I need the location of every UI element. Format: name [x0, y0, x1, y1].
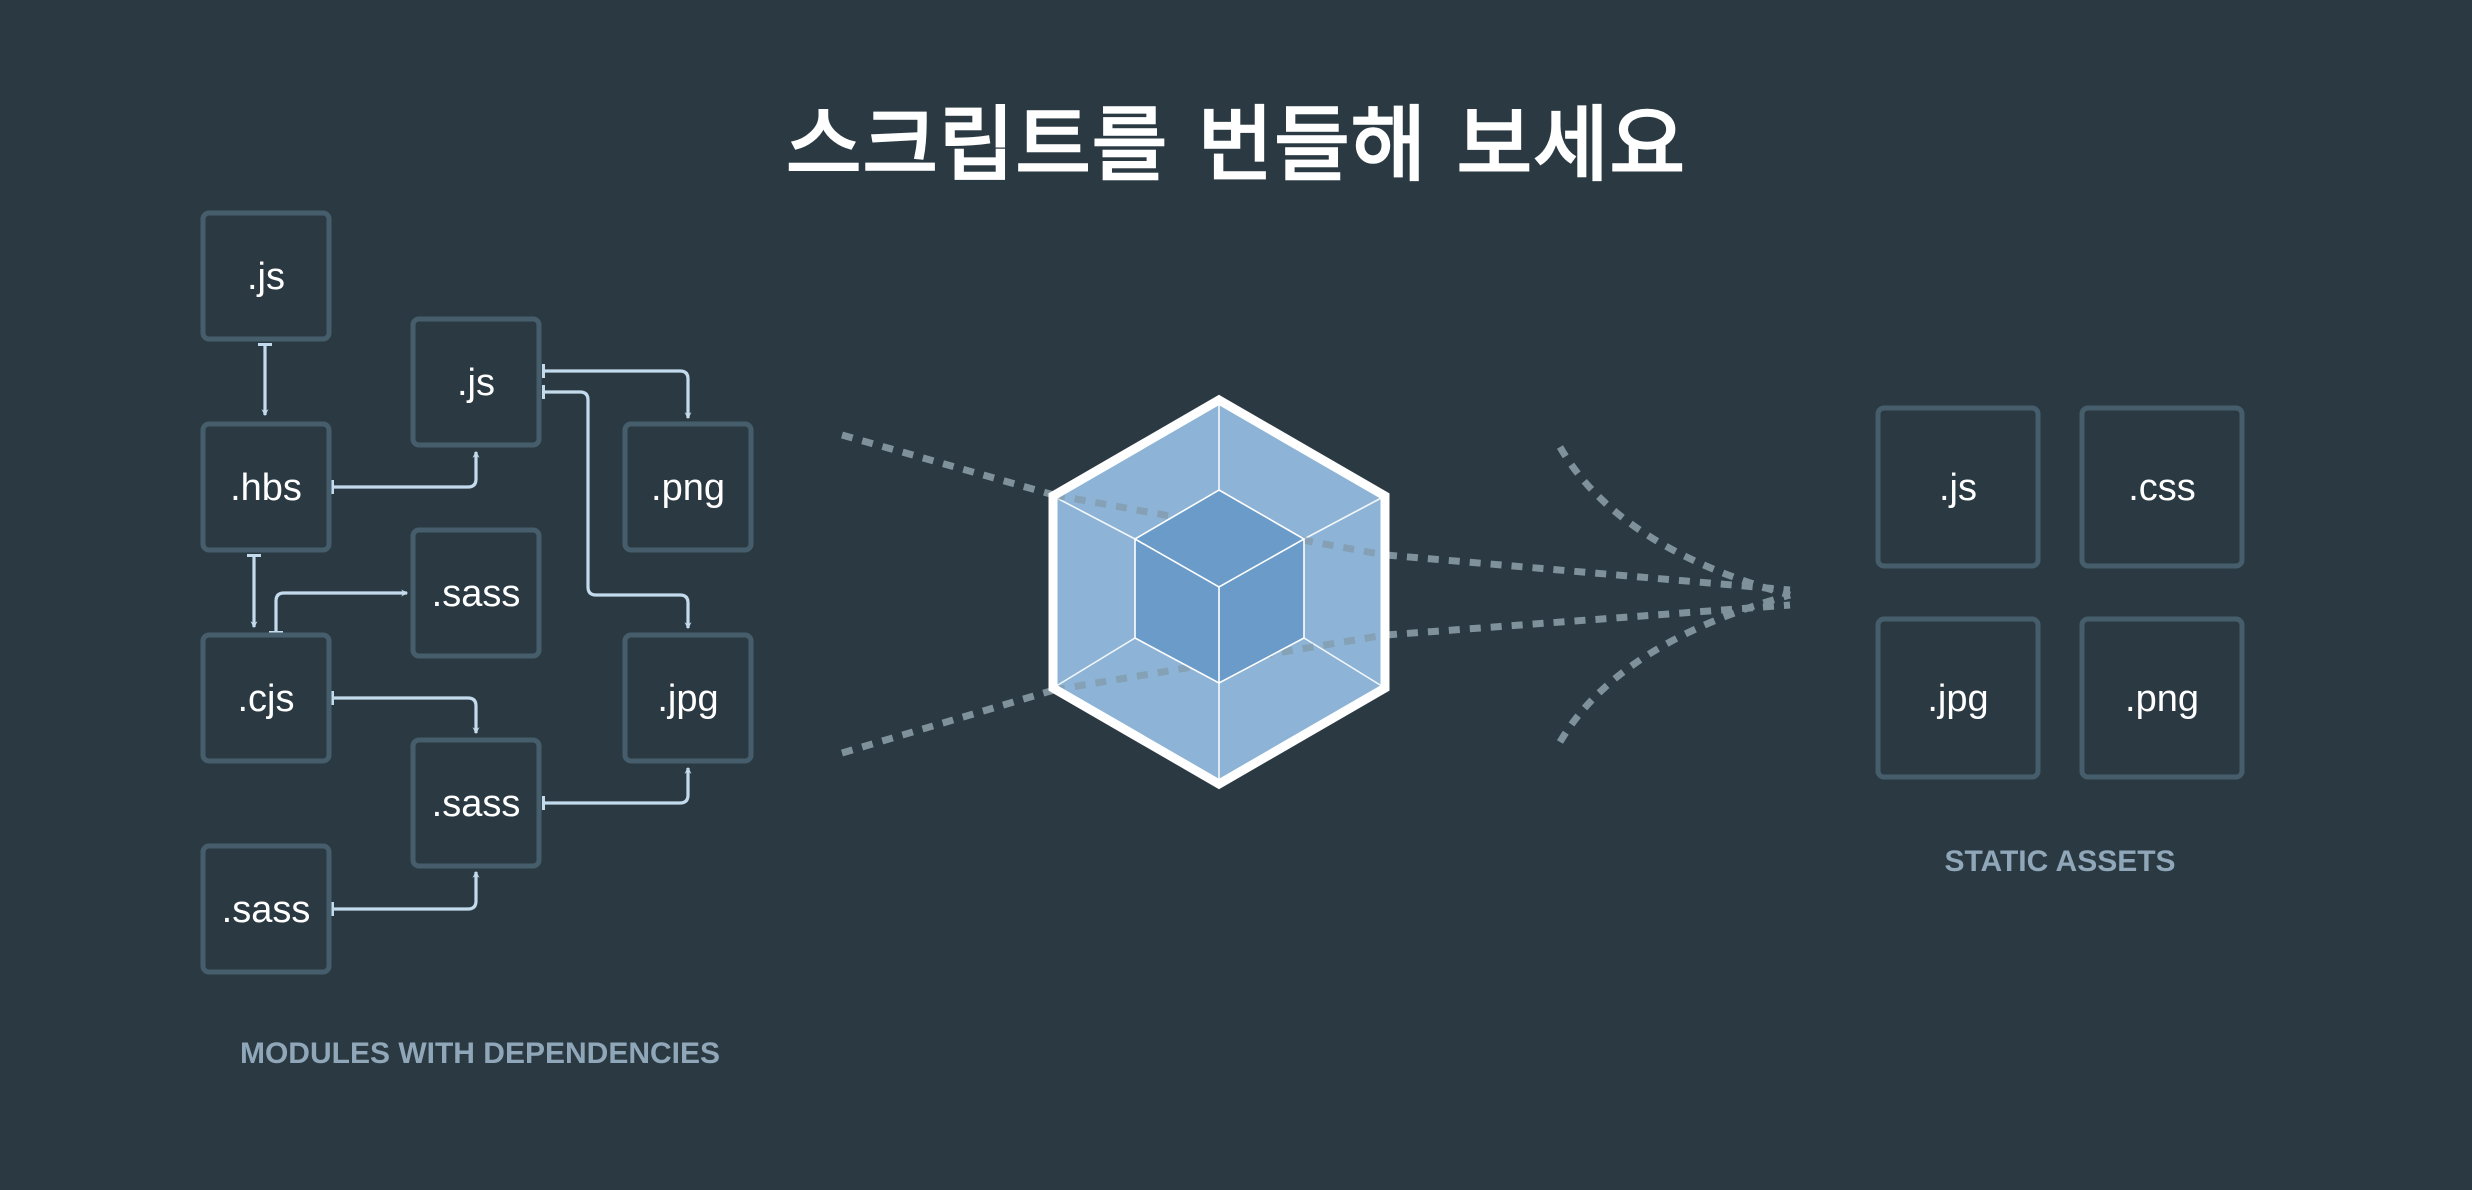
svg-text:.png: .png [651, 467, 725, 509]
dashed-flow-lines [841, 431, 1791, 757]
asset-box: .jpg [1875, 616, 2041, 780]
svg-text:.jpg: .jpg [1927, 678, 1988, 720]
svg-text:.js: .js [247, 256, 285, 298]
svg-text:.js: .js [1939, 467, 1977, 509]
input-flow-lower [841, 686, 1055, 757]
module-box: .hbs [200, 421, 332, 553]
svg-text:.png: .png [2125, 678, 2199, 720]
arrow-js-to-png [542, 364, 692, 420]
arrow-sass-to-sass [331, 870, 480, 916]
output-curve-bottom [1556, 591, 1791, 744]
webpack-cube-icon [1048, 394, 1390, 790]
arrow-cjs-to-sass-lower [331, 691, 480, 735]
arrow-sass-to-jpg [542, 766, 692, 810]
svg-text:.jpg: .jpg [657, 678, 718, 720]
asset-boxes: .js .css .jpg .png [1875, 405, 2245, 780]
module-boxes: .js .js .hbs .png .sass .cjs [200, 210, 754, 975]
svg-text:.css: .css [2128, 467, 2196, 509]
module-box: .jpg [622, 632, 754, 764]
svg-text:.sass: .sass [432, 573, 521, 615]
arrow-js-to-jpg [542, 385, 692, 630]
module-box: .js [200, 210, 332, 342]
input-flow-upper [841, 431, 1055, 499]
asset-box: .js [1875, 405, 2041, 569]
output-curve-top [1556, 445, 1791, 599]
module-box: .sass [410, 737, 542, 869]
assets-caption: STATIC ASSETS [1944, 845, 2176, 878]
modules-caption: MODULES WITH DEPENDENCIES [239, 1037, 721, 1070]
asset-box: .css [2079, 405, 2245, 569]
module-box: .js [410, 316, 542, 448]
arrow-hbs-to-js [331, 450, 480, 494]
arrow-cjs-to-sass [269, 589, 409, 634]
asset-box: .png [2079, 616, 2245, 780]
dependency-arrows [247, 343, 692, 916]
module-box: .sass [410, 527, 542, 659]
module-box: .sass [200, 843, 332, 975]
output-flow-upper [1385, 551, 1791, 594]
svg-text:.js: .js [457, 362, 495, 404]
svg-text:.sass: .sass [432, 783, 521, 825]
module-box: .cjs [200, 632, 332, 764]
output-flow-lower [1385, 601, 1791, 639]
page-title: 스크립트를 번들해 보세요 [786, 98, 1686, 193]
module-box: .png [622, 421, 754, 553]
svg-text:.sass: .sass [222, 889, 311, 931]
svg-text:.cjs: .cjs [238, 678, 295, 720]
svg-text:.hbs: .hbs [230, 467, 302, 509]
